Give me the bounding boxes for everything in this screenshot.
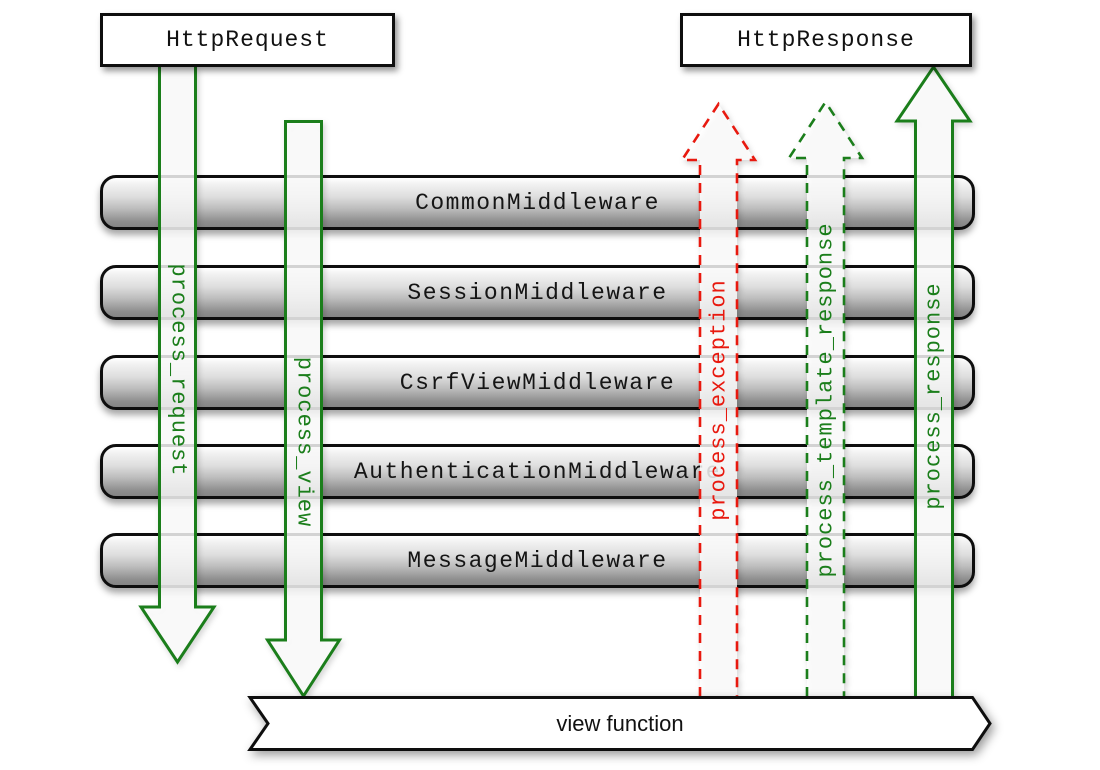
process-exception-label: process_exception bbox=[706, 279, 732, 521]
http-request-box: HttpRequest bbox=[100, 13, 395, 67]
http-response-label: HttpResponse bbox=[737, 27, 915, 53]
middleware-bar-authentication: AuthenticationMiddleware bbox=[100, 444, 975, 499]
process-request-label: process_request bbox=[165, 263, 191, 477]
middleware-bar-message: MessageMiddleware bbox=[100, 533, 975, 588]
view-function-label: view function bbox=[556, 711, 684, 736]
http-request-label: HttpRequest bbox=[166, 27, 329, 53]
middleware-bar-label: AuthenticationMiddleware bbox=[353, 458, 722, 485]
middleware-bar-label: MessageMiddleware bbox=[407, 547, 668, 574]
middleware-bar-session: SessionMiddleware bbox=[100, 265, 975, 320]
process-response-label: process_response bbox=[921, 282, 947, 510]
middleware-bar-common: CommonMiddleware bbox=[100, 175, 975, 230]
middleware-bar-label: CommonMiddleware bbox=[415, 189, 660, 216]
middleware-bar-label: SessionMiddleware bbox=[407, 279, 668, 306]
process-template-response-label: process_template_response bbox=[813, 222, 839, 578]
middleware-bar-label: CsrfViewMiddleware bbox=[399, 369, 676, 396]
middleware-bar-csrfview: CsrfViewMiddleware bbox=[100, 355, 975, 410]
http-response-box: HttpResponse bbox=[680, 13, 972, 67]
process-view-label: process_view bbox=[291, 356, 317, 528]
